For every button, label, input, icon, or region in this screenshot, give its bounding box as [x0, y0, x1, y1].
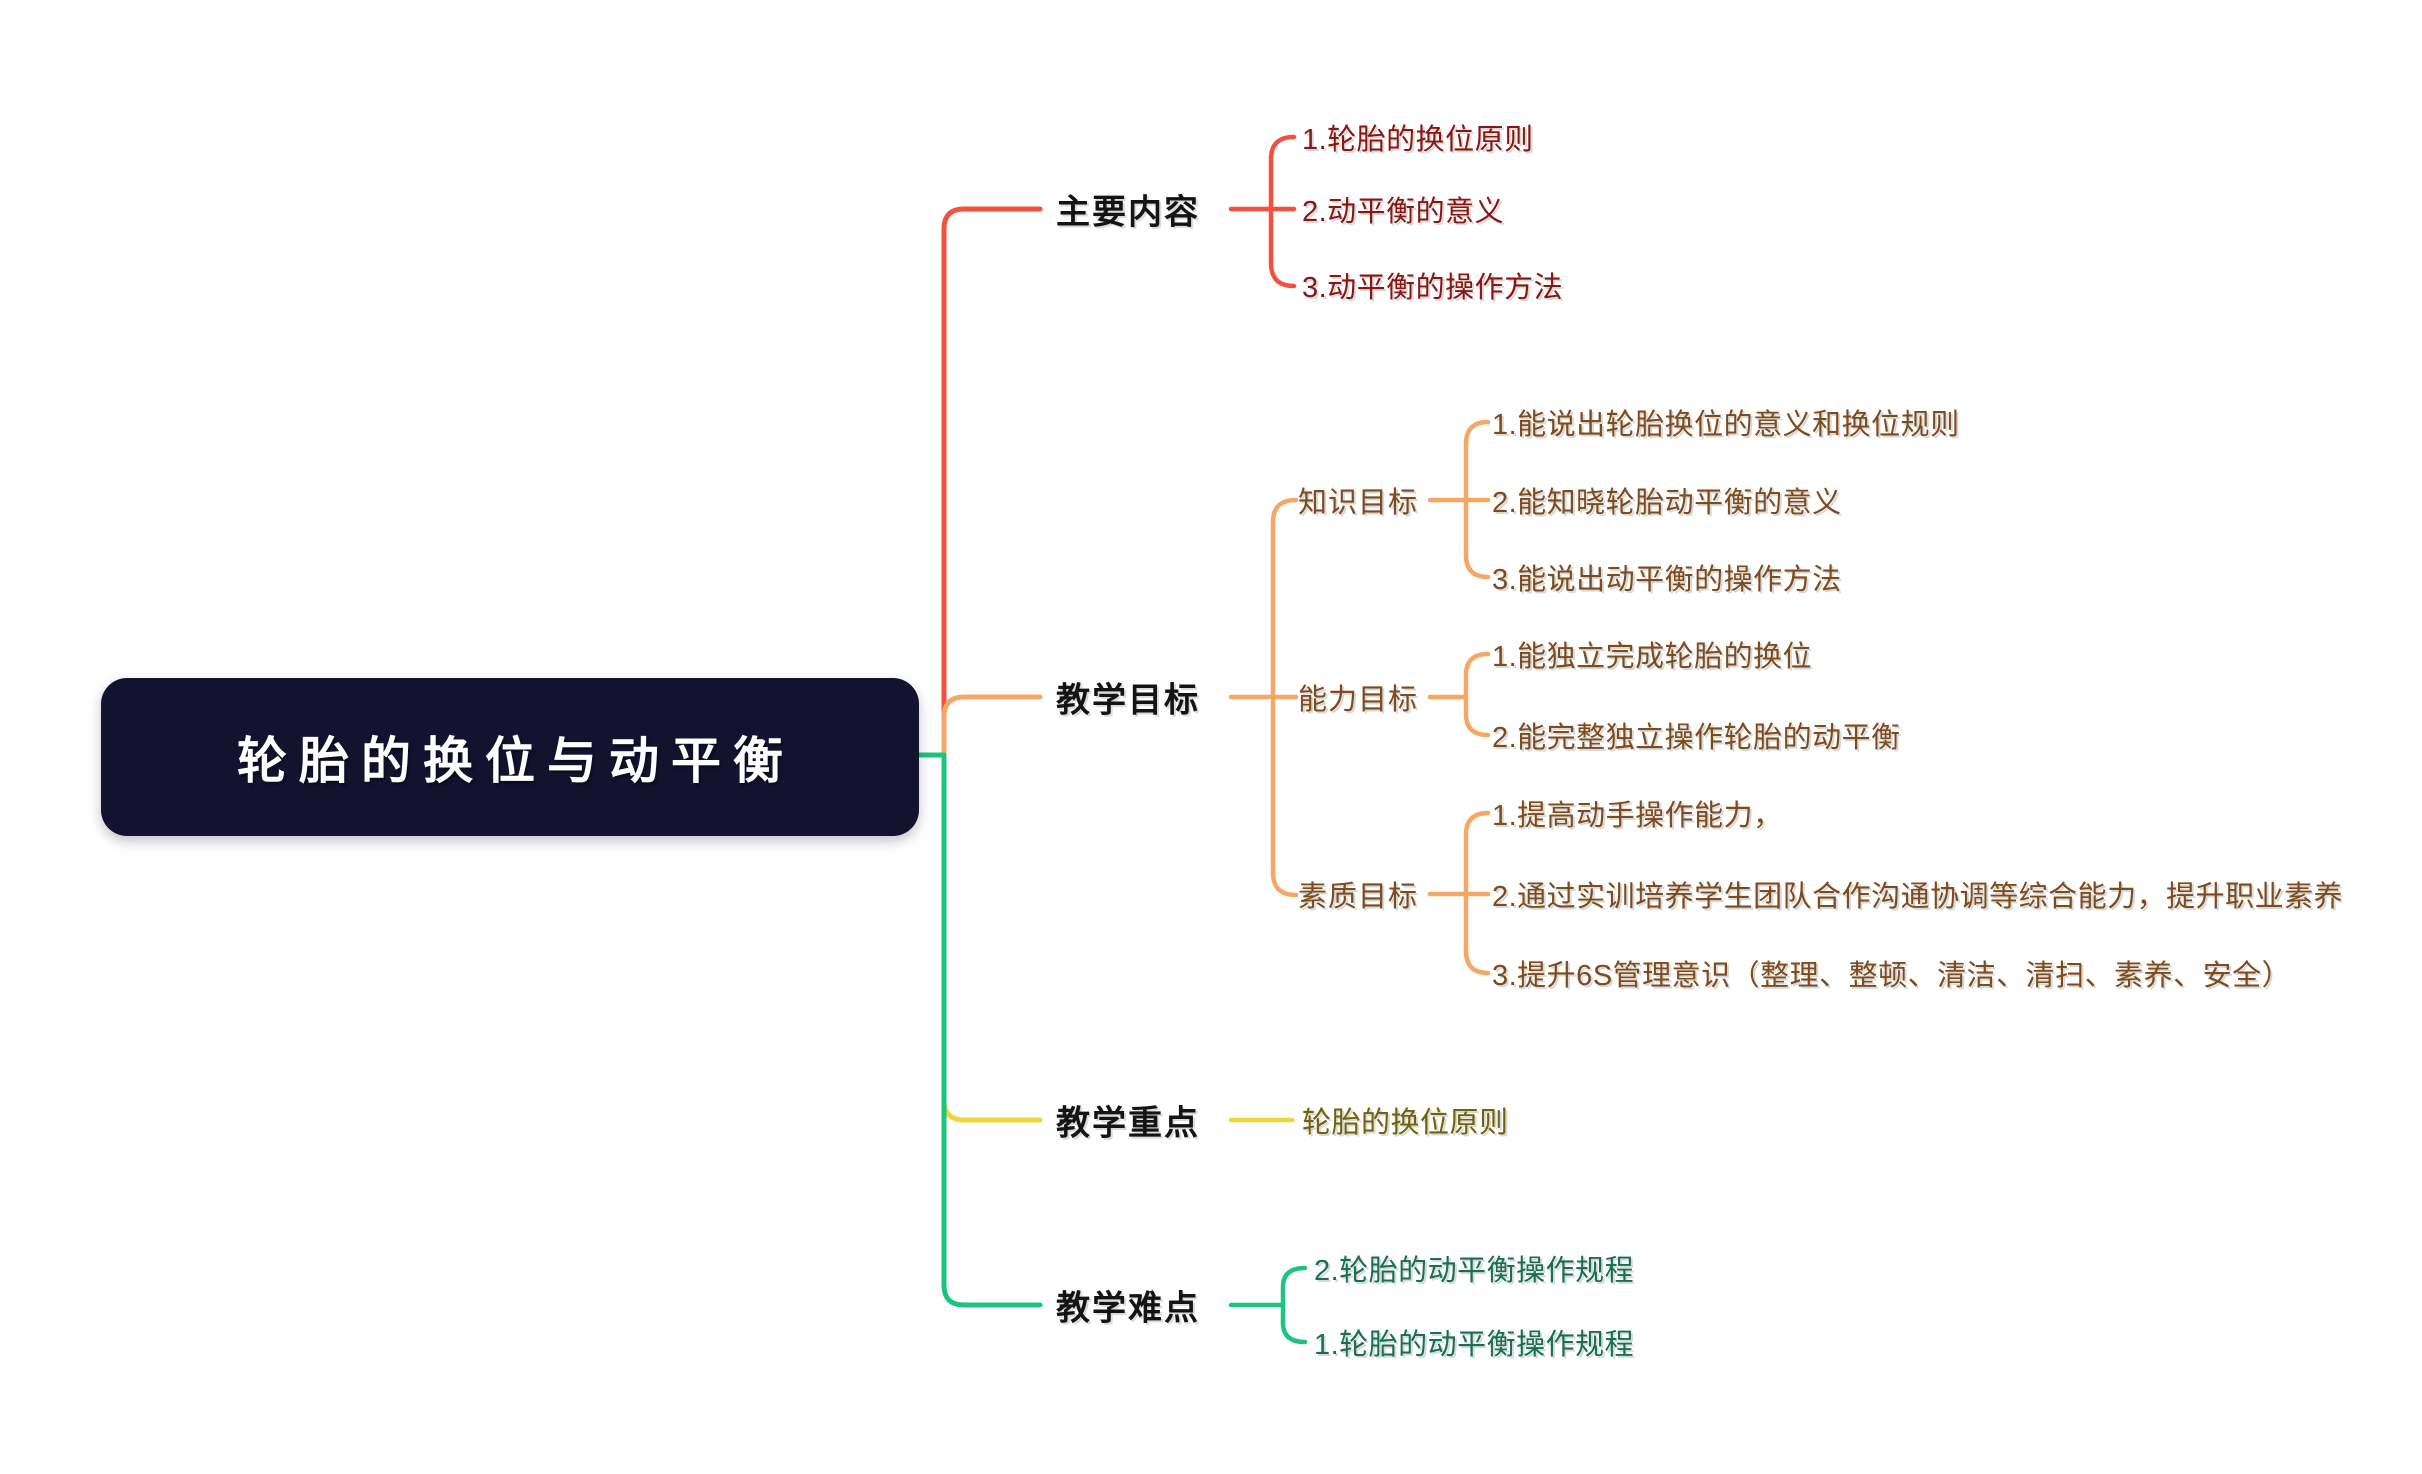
bracket-difficulties [1280, 1265, 1308, 1345]
bracket-ability-goal [1463, 651, 1491, 738]
topic-main-content-item-3[interactable]: 3.动平衡的操作方法 [1302, 272, 1564, 304]
branch-line-difficulties [916, 752, 1043, 1308]
central-topic[interactable]: 轮胎的换位与动平衡 [101, 678, 919, 836]
topic-knowledge-item-1[interactable]: 1.能说出轮胎换位的意义和换位规则 [1492, 409, 1960, 441]
topic-difficulties-item-1[interactable]: 2.轮胎的动平衡操作规程 [1314, 1255, 1635, 1287]
topic-quality-item-2[interactable]: 2.通过实训培养学生团队合作沟通协调等综合能力，提升职业素养 [1492, 881, 2344, 913]
branch-label-main-content[interactable]: 主要内容 [1056, 193, 1200, 232]
sublabel-knowledge-goal[interactable]: 知识目标 [1298, 487, 1419, 519]
bracket-knowledge-goal [1463, 419, 1491, 580]
branch-line-main-content [916, 206, 1043, 758]
bracket-main-content [1268, 134, 1297, 289]
central-topic-title: 轮胎的换位与动平衡 [237, 733, 795, 789]
sublabel-quality-goal[interactable]: 素质目标 [1298, 881, 1419, 913]
topic-difficulties-item-2[interactable]: 1.轮胎的动平衡操作规程 [1314, 1329, 1635, 1361]
bracket-quality-goal [1463, 810, 1491, 976]
branch-label-teaching-goals[interactable]: 教学目标 [1056, 681, 1200, 720]
topic-main-content-item-1[interactable]: 1.轮胎的换位原则 [1302, 124, 1534, 156]
branch-line-teaching-goals [916, 694, 1043, 758]
bracket-teaching-goals [1270, 497, 1299, 898]
branch-label-difficulties[interactable]: 教学难点 [1056, 1289, 1200, 1328]
topic-knowledge-item-3[interactable]: 3.能说出动平衡的操作方法 [1492, 564, 1842, 596]
topic-knowledge-item-2[interactable]: 2.能知晓轮胎动平衡的意义 [1492, 487, 1842, 519]
topic-key-points-item-1[interactable]: 轮胎的换位原则 [1302, 1107, 1509, 1139]
topic-main-content-item-2[interactable]: 2.动平衡的意义 [1302, 196, 1505, 228]
branch-label-key-points[interactable]: 教学重点 [1056, 1104, 1200, 1143]
topic-quality-item-1[interactable]: 1.提高动手操作能力， [1492, 800, 1783, 832]
topic-ability-item-1[interactable]: 1.能独立完成轮胎的换位 [1492, 641, 1813, 673]
topic-ability-item-2[interactable]: 2.能完整独立操作轮胎的动平衡 [1492, 722, 1901, 754]
branch-line-key-points [916, 752, 1043, 1123]
sublabel-ability-goal[interactable]: 能力目标 [1298, 684, 1419, 716]
topic-quality-item-3[interactable]: 3.提升6S管理意识（整理、整顿、清洁、清扫、素养、安全） [1492, 960, 2292, 992]
